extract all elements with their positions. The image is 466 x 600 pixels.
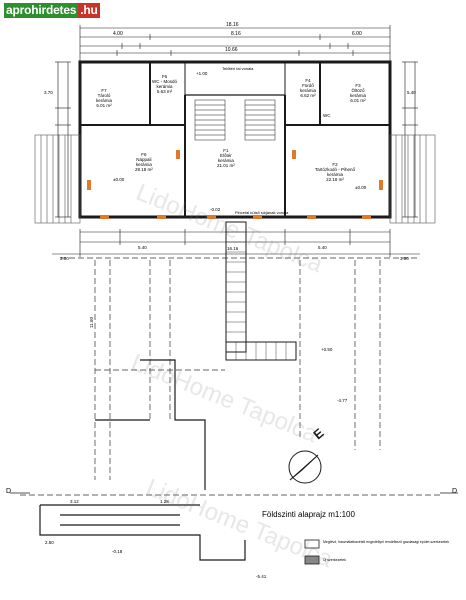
- room-floor: kerámia: [96, 98, 113, 103]
- room-floor: kerámia: [135, 162, 152, 167]
- logo-part-aprohirdetes: aprohirdetes: [4, 3, 79, 18]
- level-1: +1.00: [196, 71, 208, 76]
- room-name: Nappali: [136, 157, 152, 162]
- dim-bottom-total: 16.16: [227, 246, 239, 251]
- dim-bottom-3: 3.00: [60, 256, 69, 261]
- room-floor: kerámia: [327, 172, 344, 177]
- level-3: ±0.00: [355, 185, 367, 190]
- label-basement-line: Pincefal külső síkjának vonala: [235, 210, 289, 215]
- label-roof-line: Tetőtéri fal vonala: [222, 66, 254, 71]
- room-floor: kerámia: [350, 93, 367, 98]
- section-mark-right: D: [452, 488, 458, 495]
- room-area: 6.62 m²: [300, 93, 316, 98]
- dim-bottom-7: 2.50: [45, 540, 54, 545]
- dim-bottom-4: 3.00: [400, 256, 409, 261]
- dim-bottom-5: 3.12: [70, 499, 79, 504]
- dim-bottom-2: 5.40: [318, 245, 327, 250]
- level-7: +0.50: [321, 347, 333, 352]
- plan-title: Földszinti alaprajz m1:100: [262, 510, 355, 519]
- room-area: 28.18 m²: [135, 167, 153, 172]
- room-wc: WC: [323, 113, 331, 118]
- room-name: Fürdő: [302, 83, 314, 88]
- room-id: F4: [305, 78, 311, 83]
- room-id: F2: [332, 162, 338, 167]
- room-name: Tároló: [97, 93, 111, 98]
- room-id: F3: [355, 83, 361, 88]
- dim-top-2: 8.16: [231, 31, 241, 37]
- room-floor: kerámia: [156, 84, 173, 89]
- room-area: 5.63 m²: [156, 89, 173, 94]
- room-area: 6.01 m²: [350, 98, 366, 103]
- room-name: Tartózkodó - Pihenő: [315, 167, 356, 172]
- room-id: F6: [161, 74, 168, 79]
- dim-right-1: 5.40: [407, 90, 416, 95]
- logo-part-hu: .hu: [78, 3, 100, 18]
- dim-top-3: 6.00: [352, 31, 362, 37]
- room-name: Előtér: [220, 153, 232, 158]
- room-name: Öltöző: [351, 88, 365, 93]
- level-9: -4.77: [337, 398, 348, 403]
- room-area: 21.01 m²: [217, 163, 235, 168]
- section-mark-left: D: [6, 488, 12, 495]
- level-10: -5.41: [256, 574, 267, 579]
- level-4: -0.02: [210, 207, 221, 212]
- dim-total: 18.16: [226, 22, 239, 28]
- dim-left-1: 3.70: [44, 90, 53, 95]
- room-area: 6.01 m²: [96, 103, 112, 108]
- room-floor: kerámia: [217, 158, 234, 163]
- level-2: ±0.00: [113, 177, 125, 182]
- level-8: -0.18: [112, 549, 123, 554]
- legend-new: Új szerkezetek: [323, 558, 346, 562]
- room-name: WC - Mosdó: [152, 79, 178, 84]
- room-area: 22.18 m²: [326, 177, 344, 182]
- room-id: F7: [101, 88, 107, 93]
- room-id: F1: [223, 148, 229, 153]
- dim-bottom-6: 1.28: [160, 499, 169, 504]
- room-floor: kerámia: [300, 88, 317, 93]
- dim-row4-center: 10.66: [225, 47, 238, 53]
- legend-existing: Meglévő, használatbavételi engedéllyel r…: [323, 540, 450, 544]
- svg-text:E: E: [310, 425, 327, 442]
- room-id: F6: [141, 152, 147, 157]
- dim-top-1: 4.00: [113, 31, 123, 37]
- site-logo[interactable]: aprohirdetes.hu: [4, 3, 100, 18]
- dim-bottom-1: 5.40: [138, 245, 147, 250]
- dim-left-2: 11.60: [88, 317, 94, 328]
- north-arrow-icon: [288, 450, 322, 484]
